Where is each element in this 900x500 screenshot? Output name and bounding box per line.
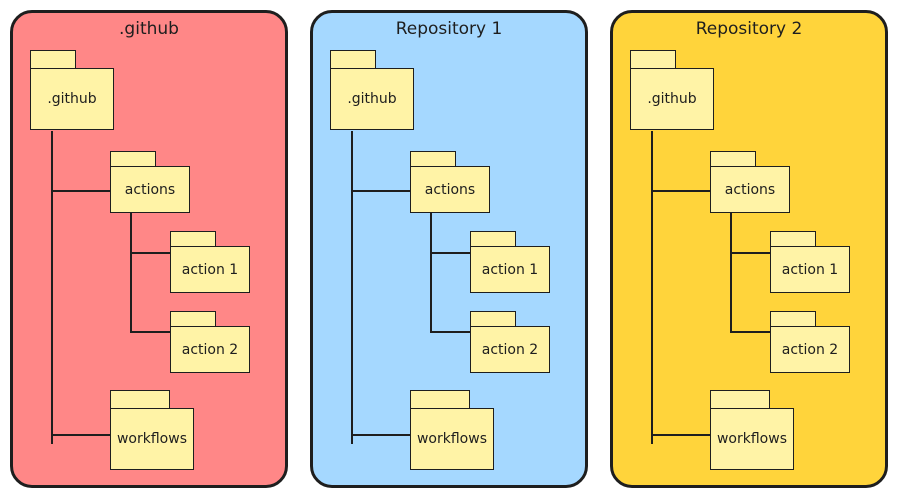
folder-label: action 2 — [470, 326, 550, 373]
folder-tab — [110, 151, 156, 167]
folder-tab — [770, 231, 816, 247]
folder-label: actions — [710, 166, 790, 213]
connector-line — [130, 252, 170, 254]
folder-tab — [410, 151, 456, 167]
connector-line — [430, 213, 432, 332]
panel-github: .github .github actions action 1 action … — [10, 10, 288, 488]
connector-line — [51, 131, 53, 444]
folder-tab — [170, 311, 216, 327]
folder-tab — [30, 50, 76, 69]
folder-label: workflows — [410, 408, 494, 470]
folder-tab — [470, 231, 516, 247]
folder-label: actions — [110, 166, 190, 213]
panel-repository-1: Repository 1 .github actions action 1 ac… — [310, 10, 588, 488]
connector-line — [51, 434, 111, 436]
folder-label: actions — [410, 166, 490, 213]
folder-tab — [330, 50, 376, 69]
folder-tab — [710, 151, 756, 167]
folder-label: action 1 — [770, 246, 850, 293]
connector-line — [651, 434, 711, 436]
connector-line — [730, 331, 770, 333]
folder-tab — [170, 231, 216, 247]
panel-title: Repository 2 — [695, 19, 803, 39]
panel-repository-2: Repository 2 .github actions action 1 ac… — [610, 10, 888, 488]
folder-label: action 1 — [470, 246, 550, 293]
connector-line — [430, 331, 470, 333]
connector-line — [730, 252, 770, 254]
folder-label: .github — [630, 68, 714, 130]
connector-line — [130, 213, 132, 332]
connector-line — [351, 434, 411, 436]
connector-line — [651, 190, 711, 192]
folder-tab — [470, 311, 516, 327]
connector-line — [51, 190, 111, 192]
folder-label: .github — [330, 68, 414, 130]
folder-tab — [770, 311, 816, 327]
connector-line — [730, 213, 732, 332]
panel-title: Repository 1 — [395, 19, 503, 39]
connector-line — [430, 252, 470, 254]
folder-label: action 2 — [770, 326, 850, 373]
folder-label: action 2 — [170, 326, 250, 373]
folder-tab — [410, 390, 470, 409]
connector-line — [351, 190, 411, 192]
connector-line — [651, 131, 653, 444]
folder-tab — [630, 50, 676, 69]
folder-label: workflows — [110, 408, 194, 470]
folder-label: action 1 — [170, 246, 250, 293]
connector-line — [351, 131, 353, 444]
connector-line — [130, 331, 170, 333]
folder-label: .github — [30, 68, 114, 130]
panel-title: .github — [119, 19, 179, 39]
folder-label: workflows — [710, 408, 794, 470]
folder-tab — [110, 390, 170, 409]
folder-tab — [710, 390, 770, 409]
